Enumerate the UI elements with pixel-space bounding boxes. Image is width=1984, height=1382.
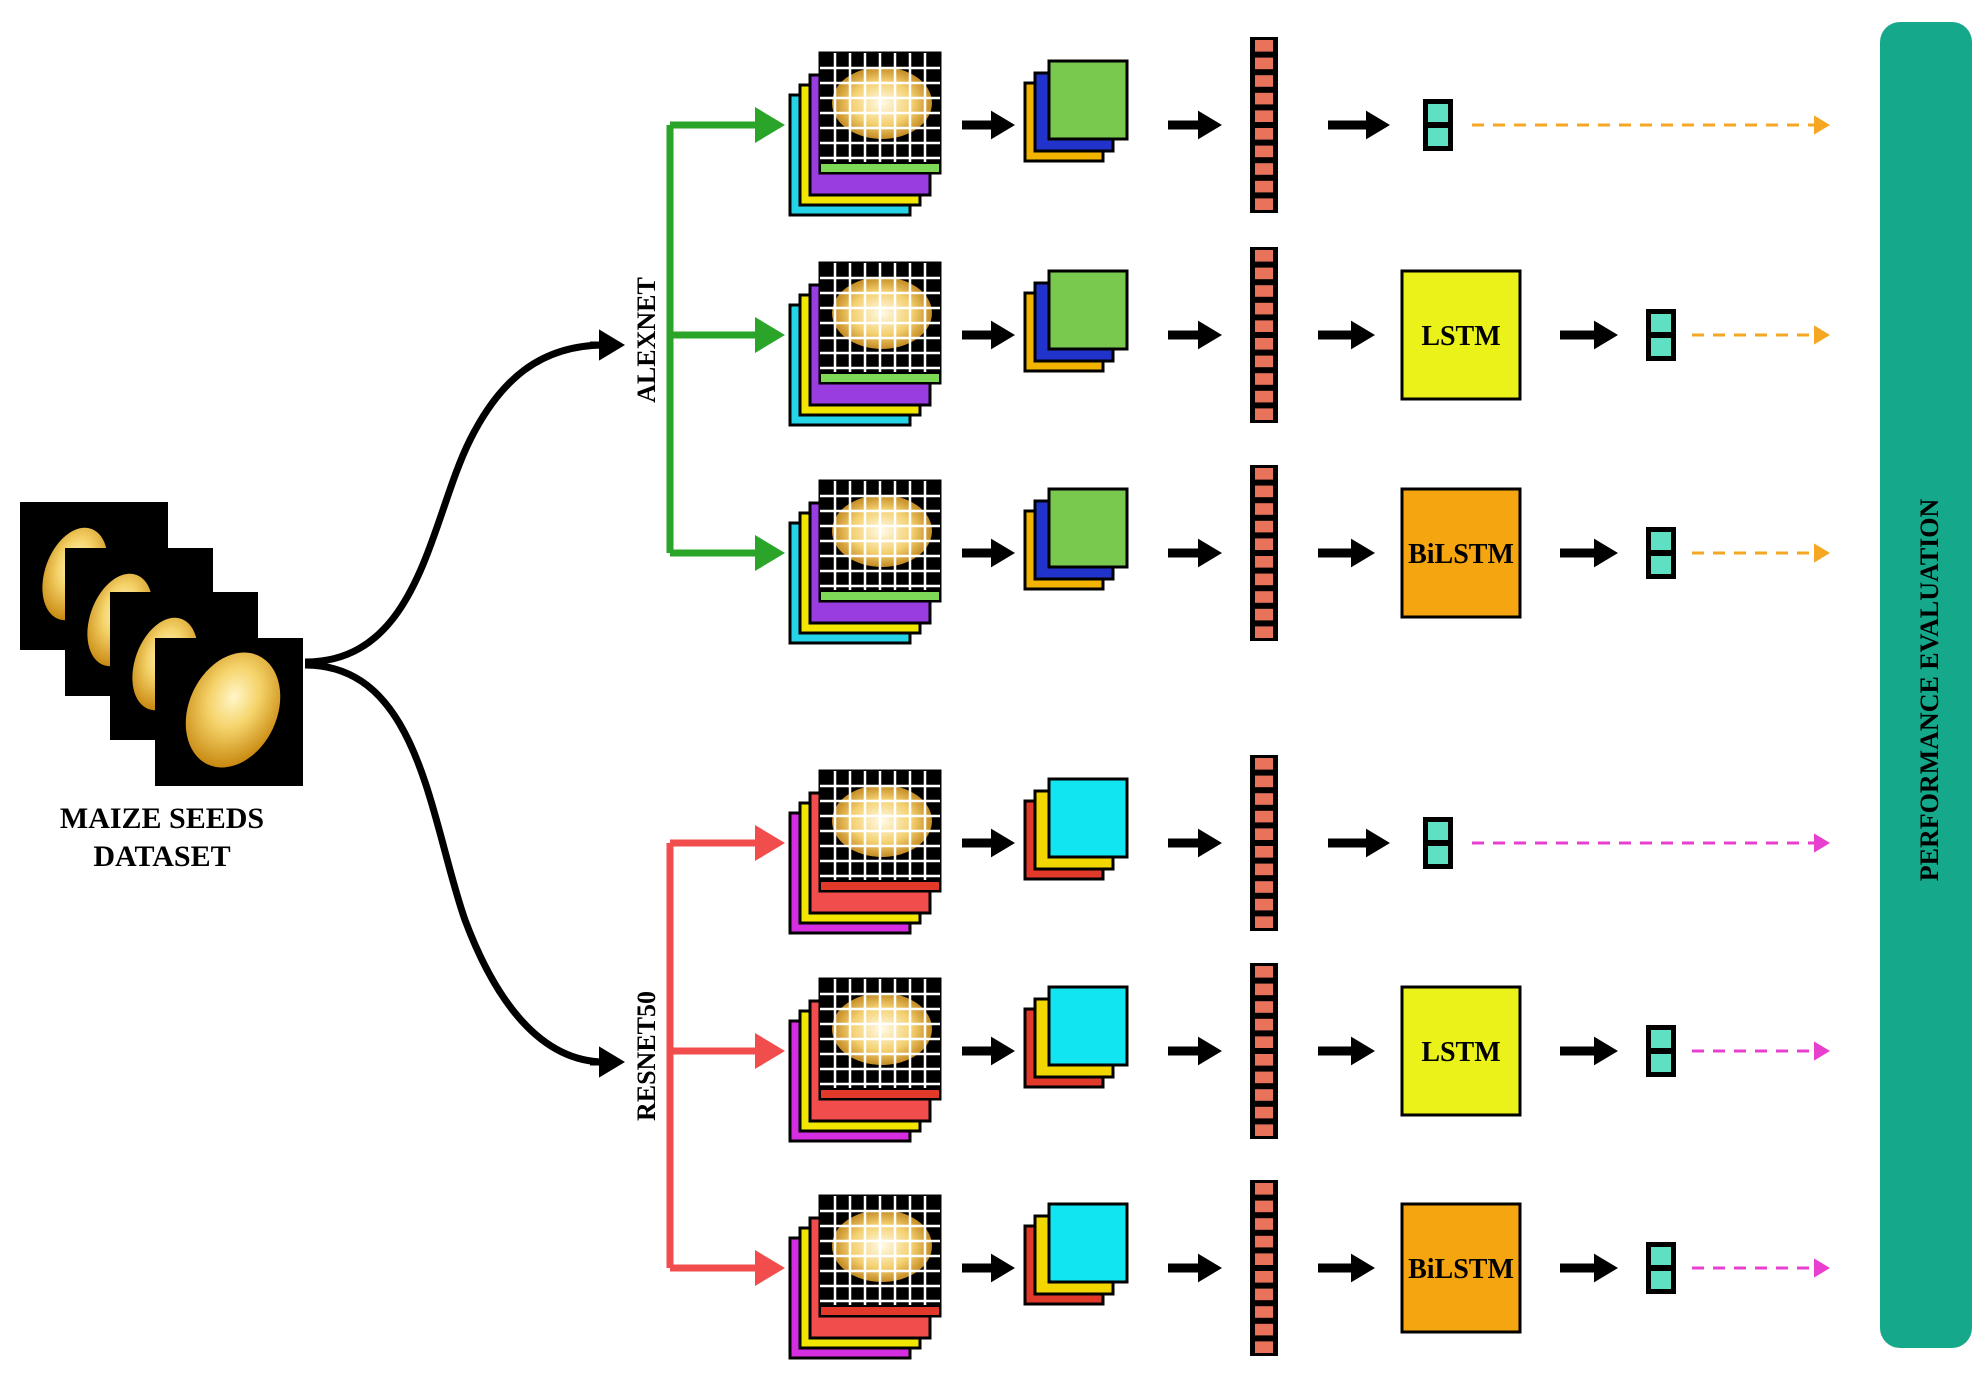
- connector-to-resnet50: [304, 661, 606, 1066]
- branch-label-alexnet: ALEXNET: [632, 277, 661, 403]
- branch-label-resnet50: RESNET50: [632, 991, 661, 1121]
- evaluation-label: PERFORMANCE EVALUATION: [1915, 498, 1944, 881]
- flow-arrow: [1168, 538, 1222, 568]
- feature-vector: [1250, 755, 1278, 931]
- flow-arrow: [1318, 1036, 1375, 1066]
- performance-evaluation: [1880, 22, 1972, 1348]
- pipeline-row: [670, 37, 1830, 217]
- evaluation-bar: [1880, 22, 1972, 1348]
- bilstm-module: BiLSTM: [1400, 487, 1522, 619]
- dataset-group: [20, 502, 303, 786]
- evaluation-arrow: [1472, 115, 1830, 135]
- feature-map-block: [1023, 1202, 1129, 1306]
- flow-arrow: [1168, 1253, 1222, 1283]
- flow-arrow: [1560, 1253, 1618, 1283]
- feature-vector: [1250, 963, 1278, 1139]
- flow-arrow: [1318, 320, 1375, 350]
- evaluation-arrow: [1692, 325, 1830, 345]
- feature-map-block: [1023, 777, 1129, 881]
- branch-connectors: [304, 329, 625, 1078]
- output-node: [1646, 1242, 1676, 1294]
- flow-arrow: [962, 538, 1015, 568]
- pipeline-row: [670, 755, 1830, 935]
- pipeline-row: BiLSTM: [670, 465, 1830, 645]
- flow-arrow: [1328, 828, 1390, 858]
- bilstm-label: BiLSTM: [1408, 1254, 1514, 1285]
- branch-alexnet: LSTM BiLSTM: [666, 37, 1830, 645]
- input-image-stack: [788, 479, 942, 645]
- bilstm-label: BiLSTM: [1408, 539, 1514, 570]
- connector-to-alexnet: [304, 341, 606, 666]
- evaluation-arrow: [1692, 543, 1830, 563]
- branch-arrow: [670, 317, 785, 353]
- flow-arrow: [962, 1253, 1015, 1283]
- branch-arrow: [670, 825, 785, 861]
- input-image-stack: [788, 977, 942, 1143]
- lstm-label: LSTM: [1421, 321, 1500, 352]
- branch-arrow: [670, 1033, 785, 1069]
- pipeline-row: LSTM: [670, 247, 1830, 427]
- lstm-label: LSTM: [1421, 1037, 1500, 1068]
- flow-arrow: [1560, 538, 1618, 568]
- flow-arrow: [1168, 320, 1222, 350]
- output-node: [1646, 1025, 1676, 1077]
- branch-resnet50: LSTM BiLSTM: [666, 755, 1830, 1360]
- flow-arrow: [962, 828, 1015, 858]
- feature-vector: [1250, 37, 1278, 213]
- input-image-stack: [788, 769, 942, 935]
- branch-arrow: [670, 107, 785, 143]
- flow-arrow: [1328, 110, 1390, 140]
- flow-arrow: [1168, 1036, 1222, 1066]
- feature-vector: [1250, 465, 1278, 641]
- flow-arrow: [962, 1036, 1015, 1066]
- pipeline-row: LSTM: [670, 963, 1830, 1143]
- output-node: [1423, 99, 1453, 151]
- evaluation-arrow: [1692, 1258, 1830, 1278]
- flow-arrow: [1168, 828, 1222, 858]
- branch-arrow: [670, 1250, 785, 1286]
- connector-arrowhead-alexnet: [590, 329, 625, 361]
- feature-map-block: [1023, 487, 1129, 591]
- flow-arrow: [962, 320, 1015, 350]
- evaluation-arrow: [1692, 1041, 1830, 1061]
- lstm-module: LSTM: [1400, 269, 1522, 401]
- output-node: [1646, 527, 1676, 579]
- output-node: [1423, 817, 1453, 869]
- flow-arrow: [1318, 538, 1375, 568]
- feature-map-block: [1023, 269, 1129, 373]
- lstm-module: LSTM: [1400, 985, 1522, 1117]
- output-node: [1646, 309, 1676, 361]
- dataset-label-line1: MAIZE SEEDS: [60, 802, 264, 835]
- pipelines: LSTM BiLSTM LSTM BiLSTM: [666, 37, 1830, 1360]
- seed-image-4: [155, 638, 303, 786]
- feature-map-block: [1023, 59, 1129, 163]
- feature-vector: [1250, 247, 1278, 423]
- flow-arrow: [1560, 1036, 1618, 1066]
- input-image-stack: [788, 261, 942, 427]
- dataset-label-line2: DATASET: [93, 840, 230, 873]
- pipeline-row: BiLSTM: [670, 1180, 1830, 1360]
- branch-arrow: [670, 535, 785, 571]
- input-image-stack: [788, 51, 942, 217]
- connector-arrowhead-resnet50: [590, 1046, 625, 1078]
- flow-arrow: [962, 110, 1015, 140]
- evaluation-arrow: [1472, 833, 1830, 853]
- flow-arrow: [1560, 320, 1618, 350]
- feature-map-block: [1023, 985, 1129, 1089]
- bilstm-module: BiLSTM: [1400, 1202, 1522, 1334]
- flow-arrow: [1318, 1253, 1375, 1283]
- flow-arrow: [1168, 110, 1222, 140]
- feature-vector: [1250, 1180, 1278, 1356]
- input-image-stack: [788, 1194, 942, 1360]
